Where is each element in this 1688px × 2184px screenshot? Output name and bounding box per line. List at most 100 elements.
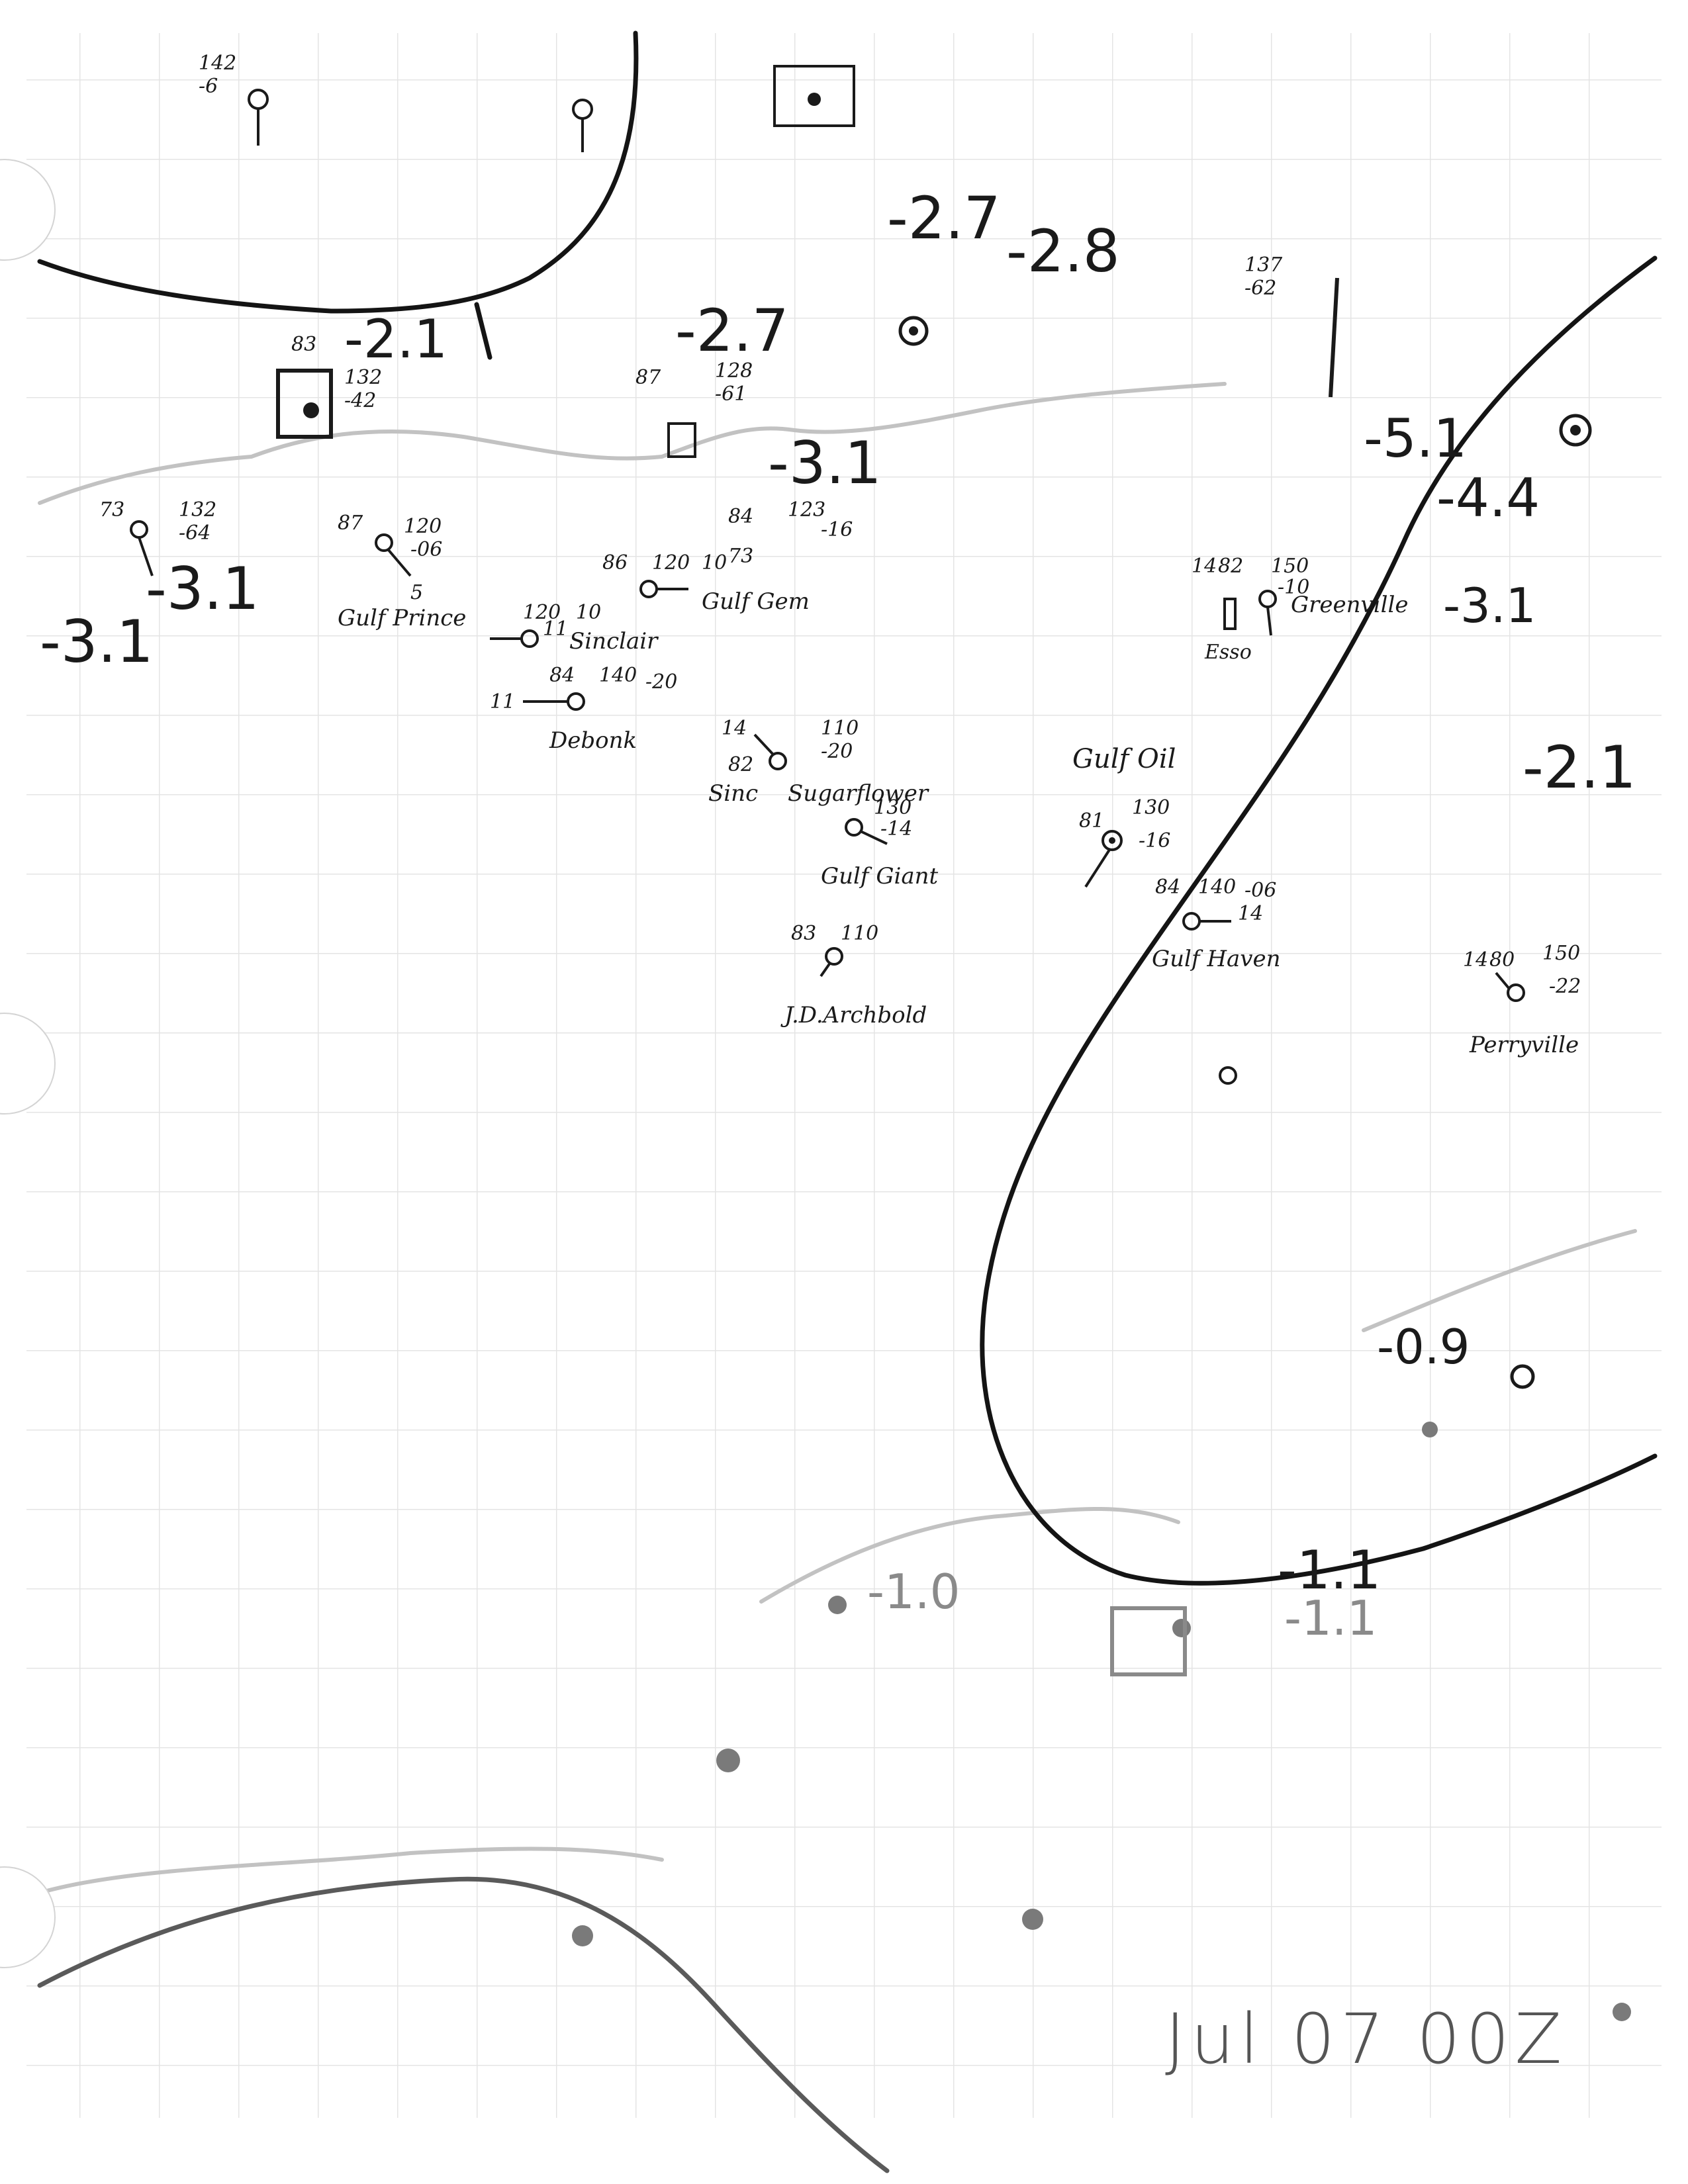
station-pressure: 130	[1132, 796, 1170, 819]
station-dot	[1022, 1909, 1043, 1930]
station-pressure: 120	[404, 515, 442, 538]
upper-front	[37, 30, 639, 314]
tendency-1: -2.7	[887, 184, 1001, 252]
ship-debonk: 84 140 -20 11 Debonk	[490, 664, 677, 754]
station-pressure: 130	[874, 796, 912, 819]
station-value: 142	[199, 52, 236, 75]
ship-sinclair: 120 10 11 Sinclair	[490, 601, 659, 655]
station-tendency: -06	[1244, 879, 1276, 902]
station-wind: 14	[722, 717, 747, 740]
ship-perryville: 14 80 150 -22 Perryville	[1463, 942, 1581, 1058]
front-tick	[474, 302, 492, 360]
station-dot	[1172, 1619, 1191, 1637]
central-america-coast	[38, 1846, 664, 1895]
yucatan-coast	[759, 1507, 1180, 1604]
tendency-14: -1.1	[1284, 1590, 1377, 1646]
station-dot	[572, 1925, 593, 1946]
station-east-coast: 137 -62	[1244, 253, 1339, 398]
ship-esso-greenville: 14 82 150 -10 Esso Greenville	[1192, 555, 1409, 664]
ship-gulf-haven: 84 140 -06 14 Gulf Haven	[1152, 876, 1280, 972]
station-pressure: 140	[599, 664, 637, 687]
tendency-3: -2.7	[675, 296, 789, 365]
station-pressure: 150	[1271, 555, 1309, 578]
station-left-coast: 73 132 -64	[99, 498, 216, 576]
chart-timestamp: Jul 07 00Z	[1165, 1999, 1568, 2079]
station-coast-center-2: 84 123 -16	[728, 498, 853, 541]
ship-name: Gulf Haven	[1152, 946, 1280, 972]
station-pressure: 132	[179, 498, 216, 522]
station-tendency: -64	[179, 522, 211, 545]
station-temp: 87	[635, 366, 661, 389]
station-marker	[1219, 1066, 1237, 1085]
ship-gulf-gem: 86 120 10 73 Gulf Gem	[602, 545, 810, 615]
ship-name: Sinc	[708, 780, 758, 807]
tendency-8: -5.1	[1364, 408, 1467, 469]
tendency-9: -4.4	[1436, 467, 1540, 529]
cuba-coast	[1362, 1229, 1637, 1332]
station-wind: 14	[1238, 902, 1263, 925]
coastlines	[38, 382, 1637, 1895]
station-tendency: -22	[1549, 975, 1581, 998]
ship-name: Gulf Prince	[338, 605, 466, 631]
tendency-10: -3.1	[1443, 578, 1536, 633]
station-pressure: 140	[1198, 876, 1236, 899]
station-tendency: -10	[1278, 576, 1309, 599]
station-temp: 83	[291, 333, 316, 356]
ship-gulf-oil: 81 130 -16 Gulf Oil	[1072, 744, 1176, 888]
station-tendency: -61	[715, 383, 747, 406]
ship-name: J.D.Archbold	[780, 1002, 927, 1028]
station-tendency: 10	[576, 601, 601, 624]
station-temp: 82	[1218, 555, 1243, 578]
station-tendency: -20	[821, 740, 853, 763]
station-upper-left-1: 142 -6	[199, 52, 269, 146]
ship-gulf-prince: 87 120 -06 5 Gulf Prince	[338, 512, 466, 631]
station-pressure: 150	[1542, 942, 1580, 965]
station-temp: 73	[99, 498, 124, 522]
station-pressure: 137	[1244, 253, 1283, 277]
station-wind: 11	[490, 690, 515, 713]
station-far-east	[1559, 414, 1592, 447]
ship-name: Sinclair	[569, 628, 659, 655]
station-dot	[1422, 1422, 1438, 1437]
station-left-inland: 132 -42 83	[276, 333, 382, 439]
station-pressure: 128	[715, 359, 753, 383]
station-wind: 5	[410, 581, 423, 604]
faint-stations	[572, 1364, 1631, 2021]
station-tendency: -16	[1139, 829, 1170, 852]
station-pressure: 120	[523, 601, 561, 624]
ship-gulf-giant: 130 -14 Gulf Giant	[821, 796, 939, 889]
ship-name: Esso	[1204, 641, 1252, 664]
ship-name: Gulf Oil	[1072, 744, 1176, 774]
station-code: 73	[728, 545, 753, 568]
station-temp: 84	[549, 664, 575, 687]
station-wind: 11	[543, 617, 568, 641]
station-temp: 86	[602, 551, 628, 574]
station-temp: 81	[1079, 809, 1104, 833]
station-tendency: -42	[344, 389, 376, 412]
ship-name: Debonk	[549, 727, 637, 754]
station-tendency: -62	[1244, 277, 1276, 300]
station-temp: 84	[1155, 876, 1180, 899]
station-louisiana	[898, 316, 929, 346]
station-pressure: 120	[652, 551, 690, 574]
station-coast-center: 87 128 -61	[635, 359, 753, 458]
station-pressure: 132	[344, 366, 382, 389]
tendency-13: -1.1	[1278, 1539, 1381, 1601]
station-tendency: 10	[702, 551, 727, 574]
lower-front	[37, 1876, 890, 2173]
tendency-15: -1.0	[867, 1564, 960, 1619]
tendency-7: -3.1	[40, 608, 154, 676]
ship-jd-archbold: 83 110 J.D.Archbold	[780, 922, 927, 1028]
station-tendency: -16	[821, 518, 853, 541]
station-value: -6	[199, 75, 218, 98]
analysis-lines	[37, 30, 1658, 2173]
ship-name: Greenville	[1291, 592, 1409, 618]
station-tendency: -20	[645, 670, 677, 694]
tendency-4: -2.1	[344, 308, 447, 370]
station-dot	[828, 1596, 847, 1614]
station-marker	[1510, 1364, 1535, 1389]
station-pressure: 110	[841, 922, 878, 945]
pressure-tendencies: -2.7 -2.8 -2.7 -2.1 -3.1 -3.1 -3.1 -5.1 …	[40, 184, 1636, 1646]
tendency-12: -0.9	[1377, 1319, 1470, 1375]
